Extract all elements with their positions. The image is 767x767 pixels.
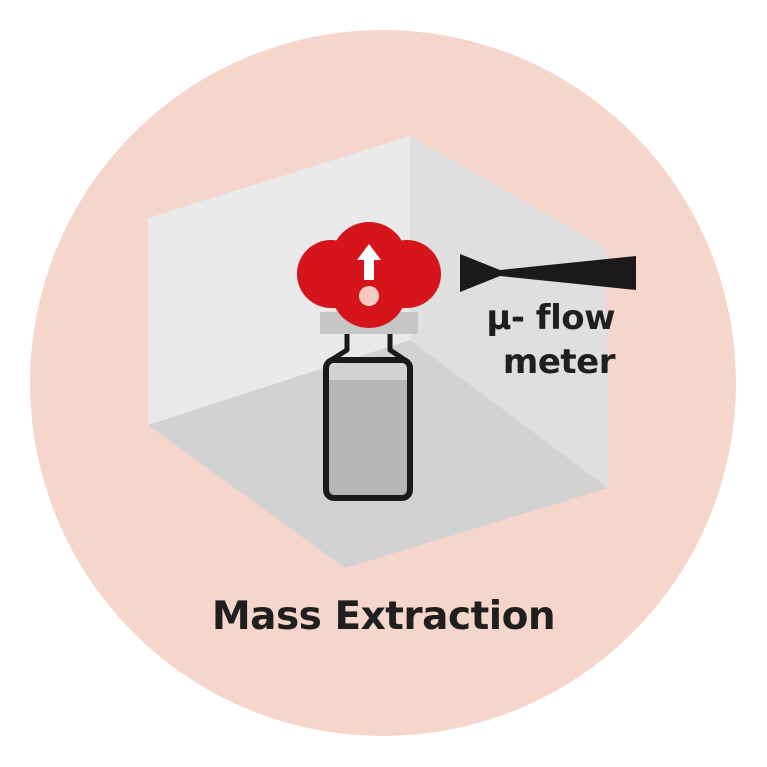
flow-nozzle-icon bbox=[460, 254, 636, 292]
vial-liquid bbox=[328, 380, 408, 495]
chamber-right-wall bbox=[410, 136, 608, 488]
flow-meter-label-line2: meter bbox=[502, 342, 616, 382]
valve-dot bbox=[359, 286, 379, 306]
flow-meter-label-line1: µ- flow bbox=[486, 298, 615, 338]
vial-body bbox=[323, 357, 413, 501]
valve-icon bbox=[297, 222, 441, 334]
sample-vial-icon bbox=[323, 334, 413, 501]
diagram-caption: Mass Extraction bbox=[211, 594, 556, 639]
up-arrow-icon bbox=[357, 244, 381, 280]
